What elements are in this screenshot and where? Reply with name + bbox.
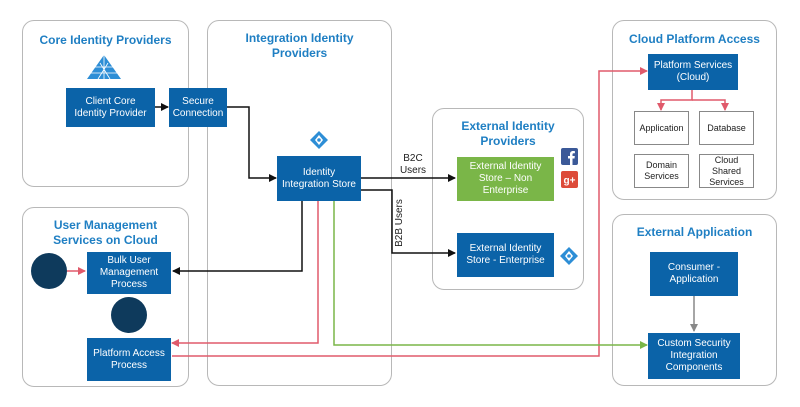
edge-platformservices-children [657,89,693,111]
edge-iis-customsecurity [330,193,648,349]
core-identity-providers-title: Core Identity Providers [39,33,172,47]
external-identity-store-enterprise-node: External Identity Store - Enterprise [457,233,554,277]
integration-identity-providers-title: Integration Identity Providers [245,31,354,60]
identity-integration-store-node: Identity Integration Store [277,156,361,201]
b2c-users-label: B2C Users [399,153,427,176]
edge-iis-platformaccess [171,193,322,347]
external-application-title: External Application [636,225,753,239]
user-management-services-title: User Management Services on Cloud [53,218,158,247]
database-node: Database [699,111,754,145]
b2b-users-label: B2B Users [394,199,405,247]
cloud-shared-services-node: Cloud Shared Services [699,154,754,188]
user-circle-icon [111,297,147,333]
azure-pyramid-icon [87,55,121,80]
edge-iis-bulkuser [172,195,306,275]
edge-platformaccess-platformservices [172,67,648,357]
azure-ad-icon [560,247,578,265]
secure-connection-node: Secure Connection [169,88,227,127]
edge-secure-iis [221,103,277,182]
edge-platformservices-database [692,99,729,111]
platform-services-node: Platform Services (Cloud) [648,54,738,90]
application-node: Application [634,111,689,145]
facebook-icon [561,148,578,165]
svg-text:g+: g+ [564,176,576,187]
consumer-application-node: Consumer - Application [650,252,738,296]
platform-access-process-node: Platform Access Process [87,338,171,381]
domain-services-node: Domain Services [634,154,689,188]
bulk-user-management-node: Bulk User Management Process [87,252,171,294]
cloud-platform-access-title: Cloud Platform Access [629,32,760,46]
user-circle-icon [31,253,67,289]
custom-security-integration-node: Custom Security Integration Components [648,333,740,379]
edge-iis-enterprise [355,186,456,257]
external-identity-providers-title: External Identity Providers [461,119,555,148]
google-plus-icon: g+ [561,171,578,188]
client-core-identity-provider-node: Client Core Identity Provider [66,88,155,127]
azure-ad-icon [310,131,328,149]
external-identity-store-non-enterprise-node: External Identity Store – Non Enterprise [457,157,554,201]
